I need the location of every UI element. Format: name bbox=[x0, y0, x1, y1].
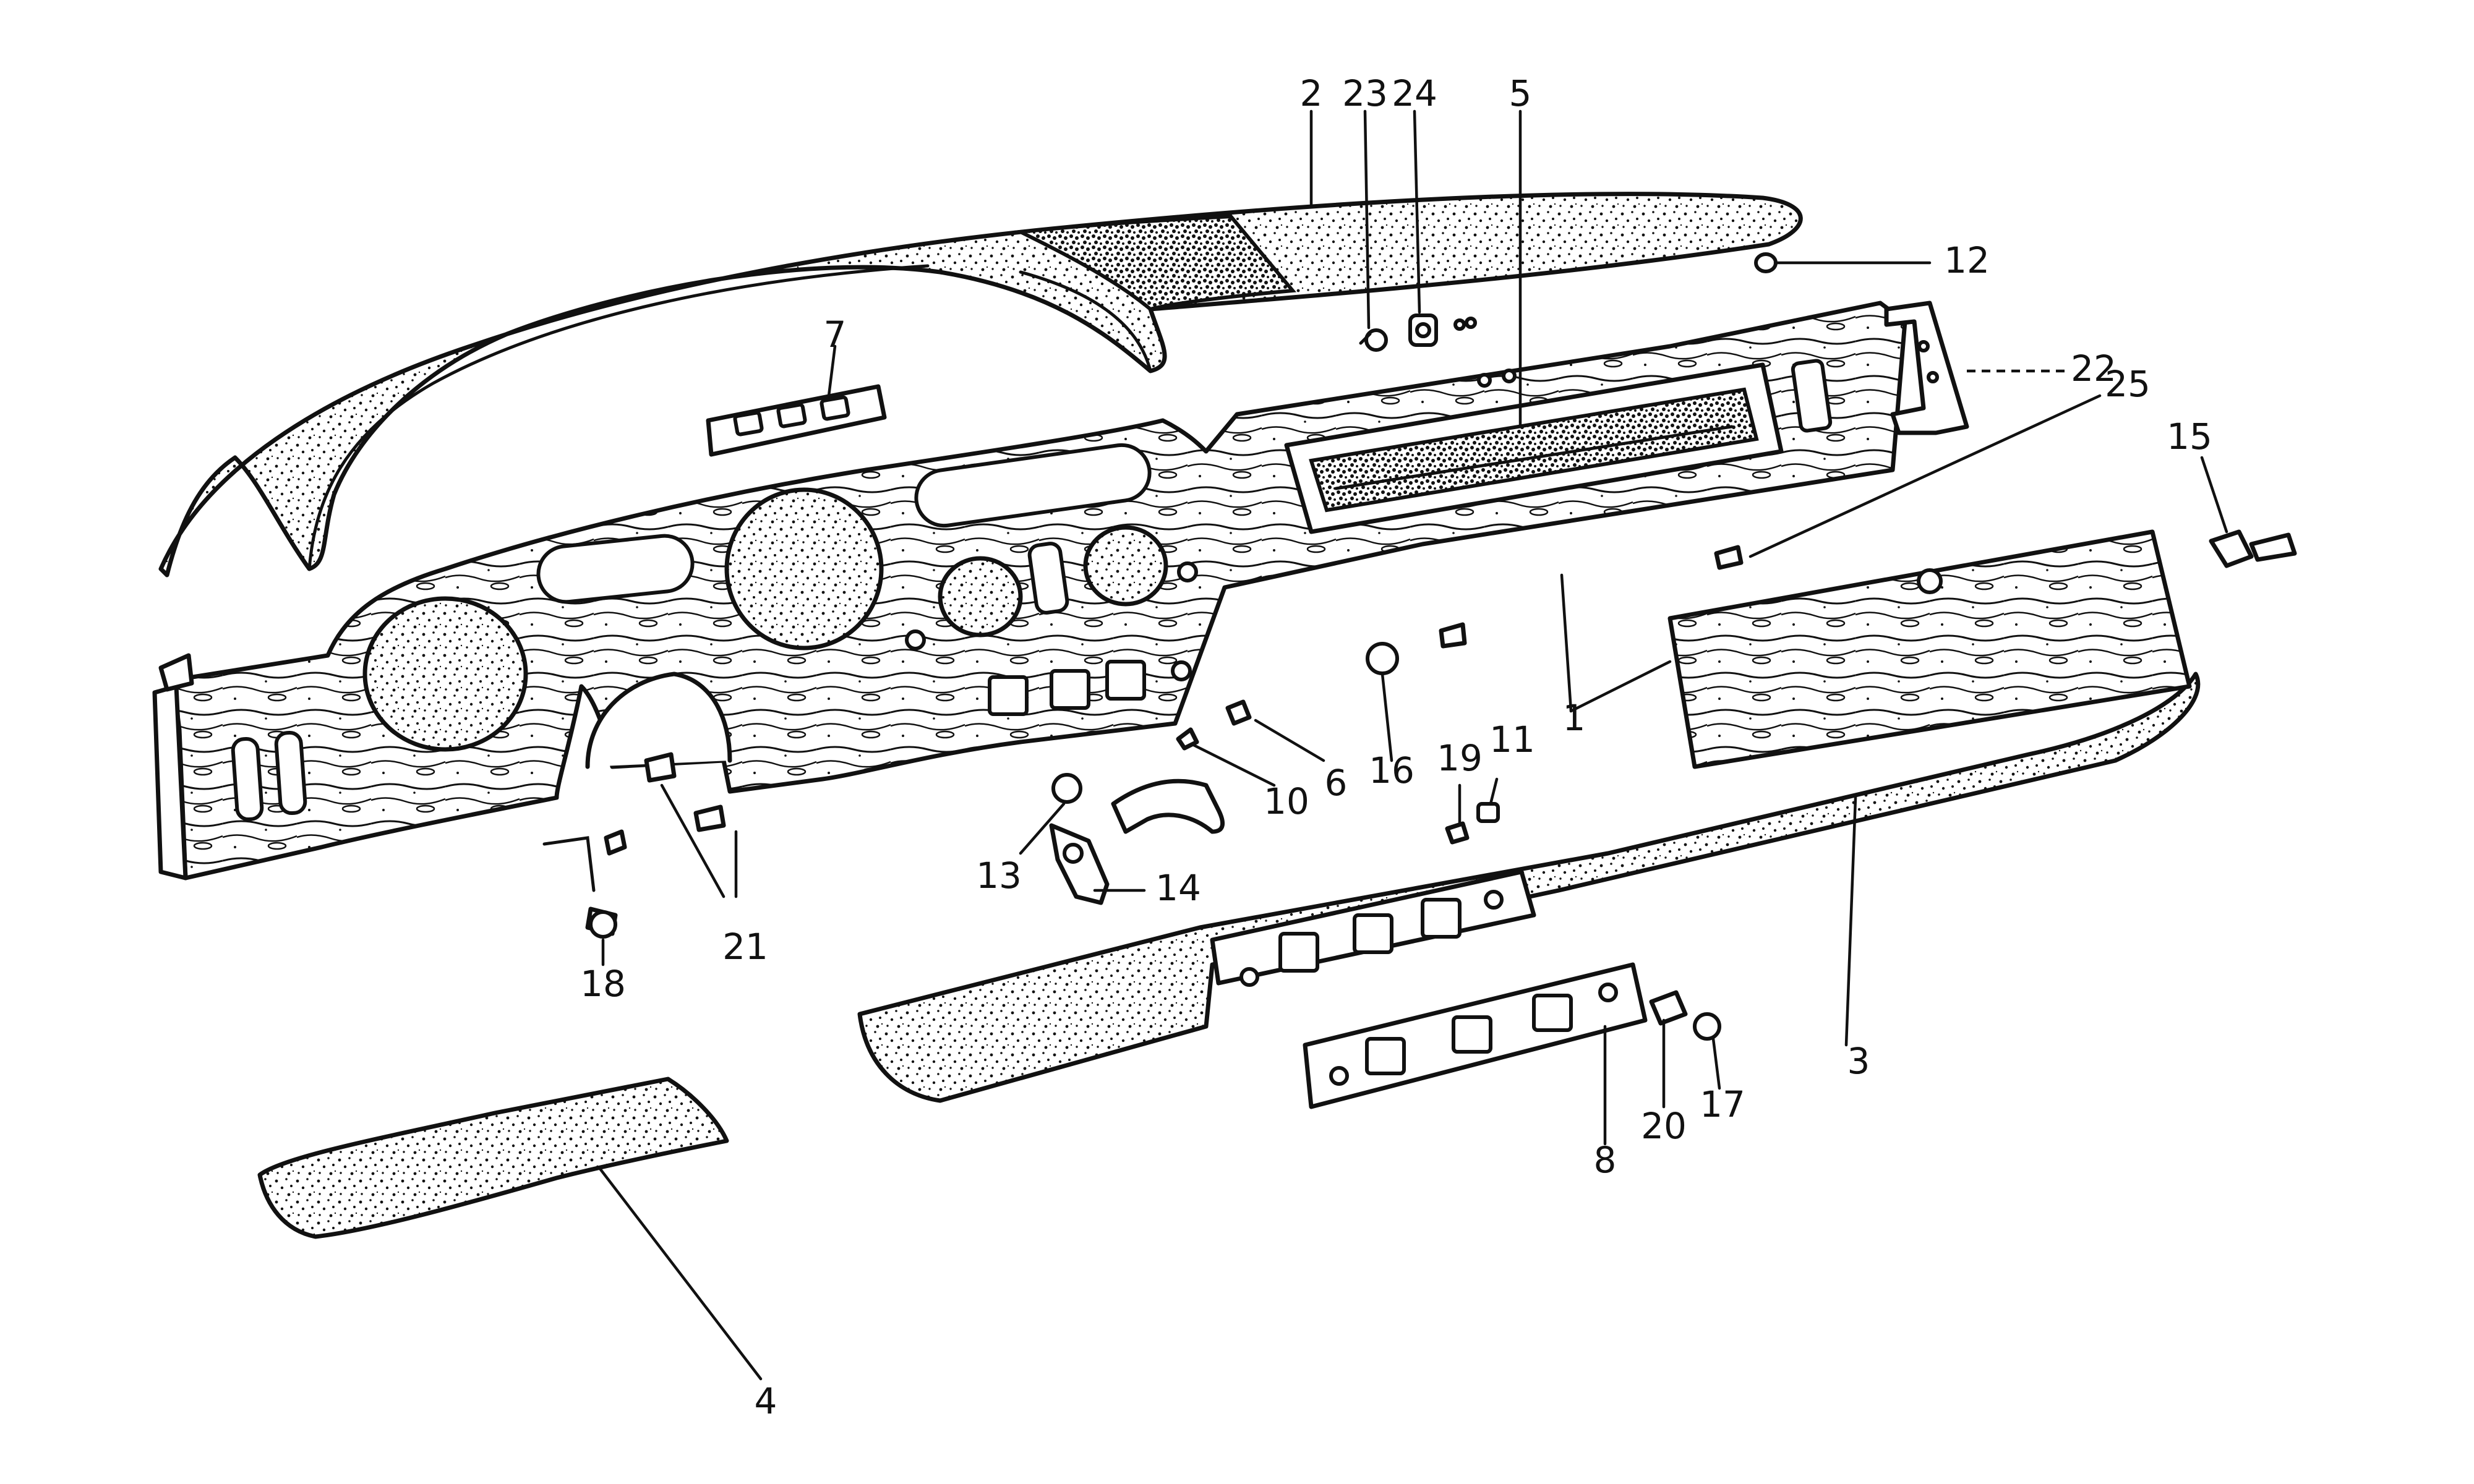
switch-plate-small bbox=[706, 384, 887, 457]
callout-21: 21 bbox=[722, 926, 768, 968]
callout-12: 12 bbox=[1944, 239, 1990, 281]
callout-10: 10 bbox=[1264, 780, 1309, 822]
lower-padded-rail bbox=[857, 672, 2201, 1103]
bracket-22 bbox=[1884, 301, 1969, 435]
callout-17: 17 bbox=[1700, 1083, 1745, 1125]
callout-5: 5 bbox=[1509, 72, 1532, 114]
crash-pad-top bbox=[158, 192, 1803, 578]
switch-plate-8 bbox=[1303, 962, 1648, 1109]
callout-3: 3 bbox=[1847, 1040, 1870, 1082]
callout-20: 20 bbox=[1641, 1105, 1687, 1147]
callout-16: 16 bbox=[1369, 749, 1415, 791]
callout-8: 8 bbox=[1594, 1139, 1617, 1181]
callout-7: 7 bbox=[824, 313, 847, 356]
glove-box-lid bbox=[1667, 529, 2192, 769]
callout-19: 19 bbox=[1437, 737, 1483, 779]
nut-12 bbox=[1754, 252, 1778, 273]
callout-labels: 1 2 3 4 5 6 7 8 10 11 12 13 14 15 16 17 … bbox=[580, 72, 2212, 1422]
callout-25: 25 bbox=[2105, 363, 2151, 405]
callout-2: 2 bbox=[1300, 72, 1323, 114]
leader-lines bbox=[598, 109, 2228, 1381]
callout-1: 1 bbox=[1563, 697, 1586, 739]
callout-13: 13 bbox=[976, 855, 1022, 897]
callout-4: 4 bbox=[755, 1380, 777, 1422]
callout-6: 6 bbox=[1325, 762, 1348, 804]
callout-22: 22 bbox=[2071, 348, 2117, 390]
callout-24: 24 bbox=[1392, 72, 1437, 114]
callout-18: 18 bbox=[580, 963, 626, 1005]
small-parts-23-24 bbox=[1359, 313, 1477, 352]
callout-11: 11 bbox=[1489, 719, 1535, 761]
callout-14: 14 bbox=[1155, 867, 1201, 909]
callout-23: 23 bbox=[1342, 72, 1388, 114]
dashboard-wood-panel bbox=[152, 301, 1907, 881]
knee-pad-4 bbox=[257, 1077, 729, 1239]
callout-15: 15 bbox=[2167, 416, 2212, 458]
